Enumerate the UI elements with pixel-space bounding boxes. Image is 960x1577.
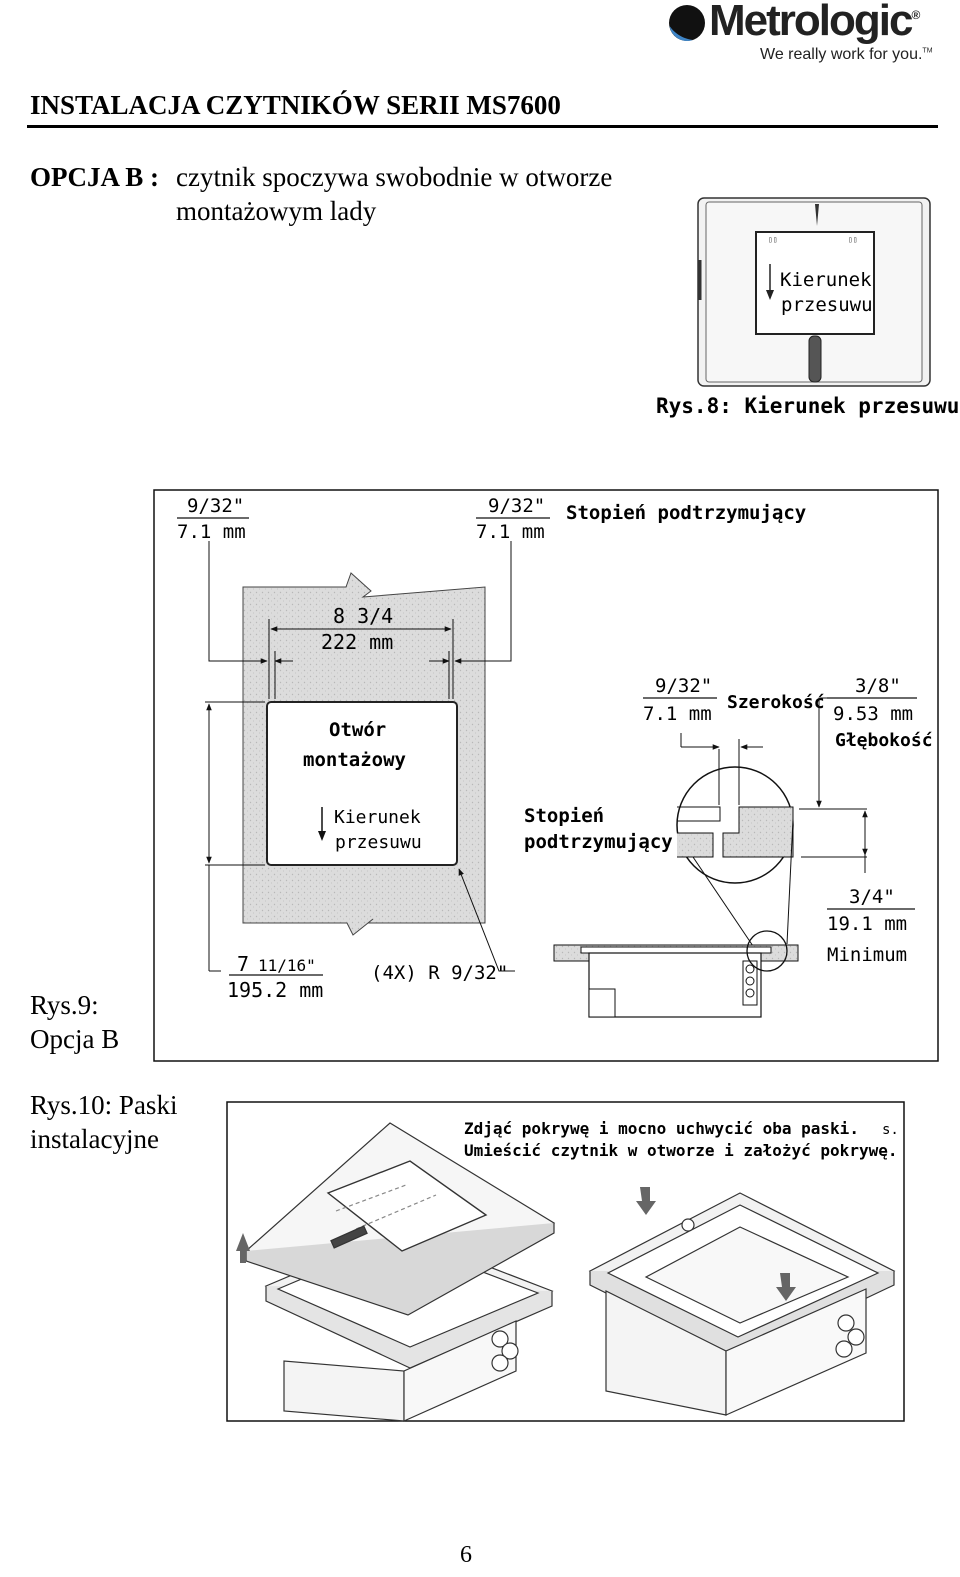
dim-left-mm: 7.1 mm xyxy=(177,521,246,543)
heading-rule xyxy=(27,125,938,128)
opening-label-1: Otwór xyxy=(329,719,386,741)
minimum-inch: 3/4" xyxy=(849,886,895,908)
option-label: OPCJA B : xyxy=(30,162,160,192)
depth-mm: 9.53 mm xyxy=(833,703,913,725)
scan-window xyxy=(755,231,875,335)
box-label-2: przesuwu xyxy=(781,294,873,316)
figure-9-option-b-drawing: 9/32" 7.1 mm 9/32" 7.1 mm Stopień podtrz… xyxy=(153,489,939,1062)
scanner-body xyxy=(588,952,762,1018)
page-heading: INSTALACJA CZYTNIKÓW SERII MS7600 xyxy=(30,90,561,120)
detail-mm: 7.1 mm xyxy=(643,703,712,725)
arrow-up-icon xyxy=(236,1233,250,1263)
support-step-label-2: podtrzymujący xyxy=(524,831,673,853)
minimum-word: Minimum xyxy=(827,944,907,966)
height-mm: 195.2 mm xyxy=(227,978,323,1002)
fig9-caption-2: Opcja B xyxy=(30,1024,120,1054)
arrow-down-icon xyxy=(636,1187,656,1215)
logo-brand: Metrologic® xyxy=(709,0,921,45)
height-inch-whole: 7 xyxy=(237,952,249,976)
option-description-line-1: czytnik spoczywa swobodnie w otworze xyxy=(176,162,613,192)
minimum-mm: 19.1 mm xyxy=(827,913,907,935)
dim-right-inch: 9/32" xyxy=(488,495,545,517)
globe-logo-icon xyxy=(669,5,705,42)
depth-word: Głębokość xyxy=(835,730,933,751)
fig10-caption-2: instalacyjne xyxy=(30,1124,159,1154)
instruction-line-1: Zdjąć pokrywę i mocno uchwycić oba paski… xyxy=(464,1119,859,1138)
width-word: Szerokość xyxy=(727,692,825,713)
fig10-caption-1: Rys.10: Paski xyxy=(30,1090,178,1120)
fig8-caption: Rys.8: Kierunek przesuwu xyxy=(656,394,959,418)
badge-icon xyxy=(808,335,822,383)
arrow-down-icon xyxy=(776,1273,796,1301)
metrologic-logo: Metrologic® We really work for you.TM xyxy=(668,0,958,66)
support-step-label-top: Stopień podtrzymujący xyxy=(566,502,806,524)
box-label-1: Kierunek xyxy=(780,269,872,291)
scanner-installed-illustration xyxy=(588,1192,896,1416)
instruction-line-2: Umieścić czytnik w otworze i założyć pok… xyxy=(464,1141,897,1160)
dim-right-mm: 7.1 mm xyxy=(476,521,545,543)
corner-radius-label: (4X) R 9/32" xyxy=(371,962,508,984)
depth-inch: 3/8" xyxy=(855,675,901,697)
mounting-opening xyxy=(266,701,458,866)
logo-tagline: We really work for you.TM xyxy=(760,46,933,63)
direction-label-1: Kierunek xyxy=(334,807,421,828)
option-description-line-2: montażowym lady xyxy=(176,196,377,226)
support-step-label-1: Stopień xyxy=(524,805,604,827)
svg-text:▯▯: ▯▯ xyxy=(768,235,778,244)
height-inch-fraction: 11/16" xyxy=(258,956,316,975)
cover-removed-illustration xyxy=(244,1122,556,1422)
svg-text:▯▯: ▯▯ xyxy=(848,235,858,244)
direction-label-2: przesuwu xyxy=(335,832,422,853)
detail-inch: 9/32" xyxy=(655,675,712,697)
text-fragment: s. xyxy=(882,1122,899,1138)
page-number: 6 xyxy=(460,1542,472,1568)
width-inch: 8 3/4 xyxy=(333,604,393,628)
opening-label-2: montażowy xyxy=(303,749,406,771)
figure-8-scan-direction: ▯▯ ▯▯ Kierunek przesuwu Rys.8: Kierunek … xyxy=(656,197,959,418)
figure-10-install-straps: Zdjąć pokrywę i mocno uchwycić oba paski… xyxy=(226,1101,905,1422)
fig9-caption-1: Rys.9: xyxy=(30,990,99,1020)
width-mm: 222 mm xyxy=(321,630,393,654)
dim-left-inch: 9/32" xyxy=(187,495,244,517)
